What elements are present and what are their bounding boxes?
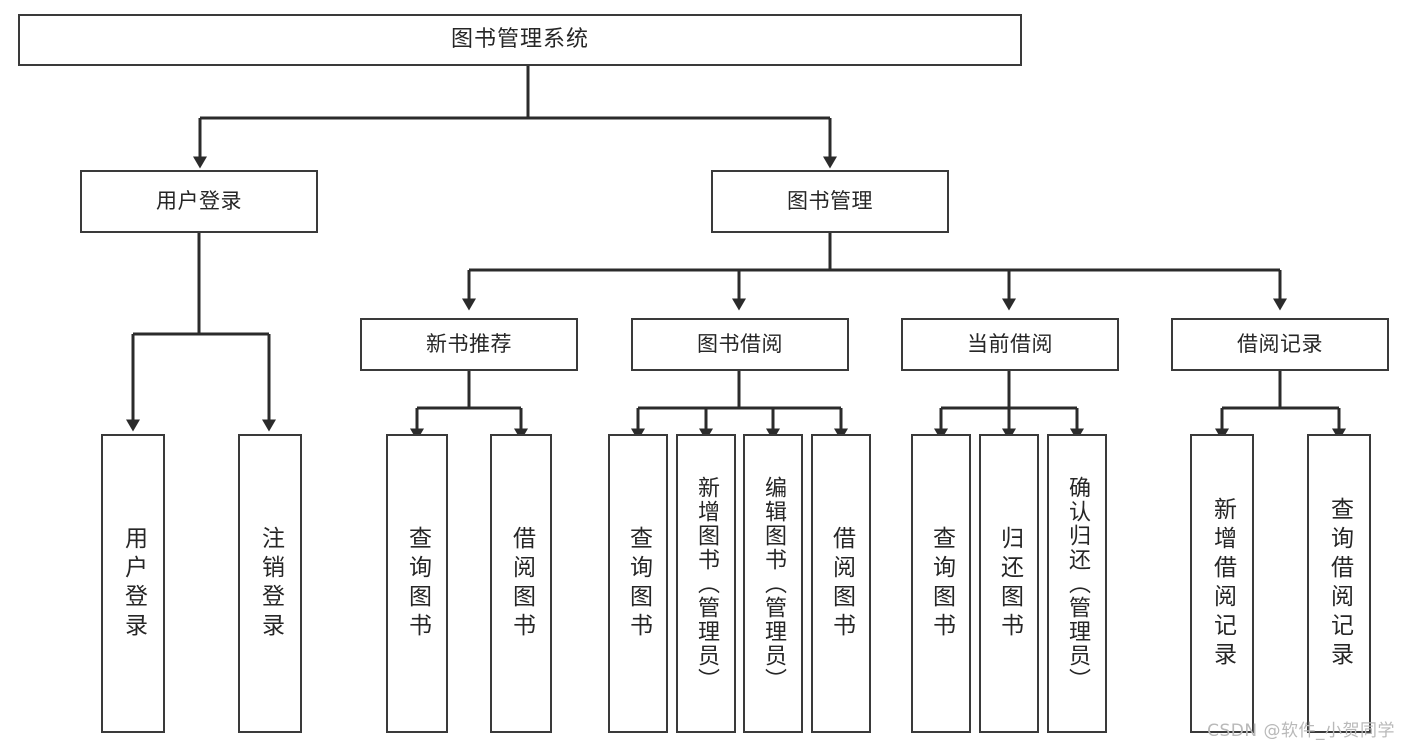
node-leaf-return-book[interactable]: 归还图书 bbox=[979, 434, 1039, 733]
node-label: 图书借阅 bbox=[697, 332, 783, 357]
node-label: 图书管理 bbox=[787, 189, 873, 214]
node-leaf-edit-book[interactable]: 编辑图书（管理员） bbox=[743, 434, 803, 733]
node-leaf-user-logout[interactable]: 注销登录 bbox=[238, 434, 302, 733]
node-label: 归还图书 bbox=[996, 525, 1023, 642]
node-label: 借阅图书 bbox=[828, 525, 855, 642]
node-label: 用户登录 bbox=[120, 525, 147, 642]
node-borrow-record[interactable]: 借阅记录 bbox=[1171, 318, 1389, 371]
node-label: 编辑图书（管理员） bbox=[761, 475, 786, 692]
node-leaf-query-book-3[interactable]: 查询图书 bbox=[911, 434, 971, 733]
node-label: 查询借阅记录 bbox=[1326, 496, 1353, 671]
node-label: 新增图书（管理员） bbox=[694, 475, 719, 692]
node-label: 用户登录 bbox=[156, 189, 242, 214]
node-user-login[interactable]: 用户登录 bbox=[80, 170, 318, 233]
node-label: 确认归还（管理员） bbox=[1065, 475, 1090, 692]
node-leaf-query-record[interactable]: 查询借阅记录 bbox=[1307, 434, 1371, 733]
node-leaf-user-login[interactable]: 用户登录 bbox=[101, 434, 165, 733]
node-label: 注销登录 bbox=[257, 525, 284, 642]
node-label: 借阅图书 bbox=[508, 525, 535, 642]
node-new-book-recommend[interactable]: 新书推荐 bbox=[360, 318, 578, 371]
node-label: 借阅记录 bbox=[1237, 332, 1323, 357]
node-label: 查询图书 bbox=[625, 525, 652, 642]
node-book-borrow[interactable]: 图书借阅 bbox=[631, 318, 849, 371]
node-leaf-add-book[interactable]: 新增图书（管理员） bbox=[676, 434, 736, 733]
node-leaf-borrow-book-1[interactable]: 借阅图书 bbox=[490, 434, 552, 733]
node-label: 查询图书 bbox=[928, 525, 955, 642]
node-root-system[interactable]: 图书管理系统 bbox=[18, 14, 1022, 66]
node-label: 图书管理系统 bbox=[450, 27, 589, 53]
node-label: 查询图书 bbox=[404, 525, 431, 642]
node-current-borrow[interactable]: 当前借阅 bbox=[901, 318, 1119, 371]
node-leaf-query-book-2[interactable]: 查询图书 bbox=[608, 434, 668, 733]
node-book-management[interactable]: 图书管理 bbox=[711, 170, 949, 233]
node-leaf-query-book-1[interactable]: 查询图书 bbox=[386, 434, 448, 733]
node-label: 新书推荐 bbox=[426, 332, 512, 357]
node-leaf-add-record[interactable]: 新增借阅记录 bbox=[1190, 434, 1254, 733]
node-leaf-borrow-book-2[interactable]: 借阅图书 bbox=[811, 434, 871, 733]
node-label: 新增借阅记录 bbox=[1209, 496, 1236, 671]
node-leaf-confirm-return[interactable]: 确认归还（管理员） bbox=[1047, 434, 1107, 733]
node-label: 当前借阅 bbox=[967, 332, 1053, 357]
